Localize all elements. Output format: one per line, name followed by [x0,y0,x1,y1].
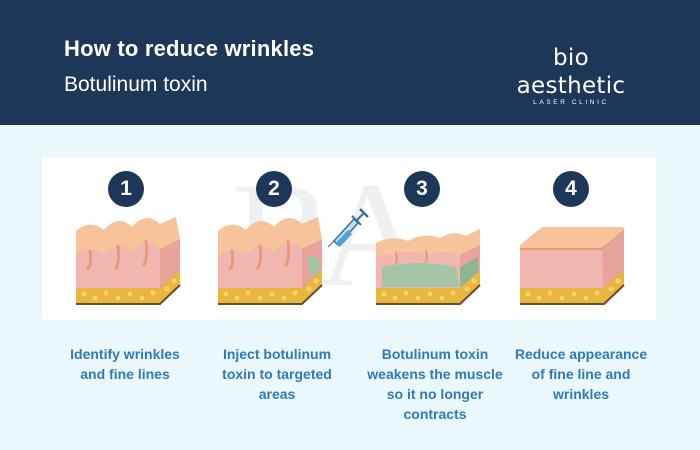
step-4-skin-illustration [520,227,625,305]
header-banner: How to reduce wrinkles Botulinum toxin b… [0,0,700,125]
syringe-icon [327,208,369,248]
step-3-skin-illustration [376,229,481,305]
brand-logo: bio aesthetic LASER CLINIC [496,44,646,106]
step-2-caption: Inject botulinum toxin to targeted areas [222,346,332,402]
brand-tagline: LASER CLINIC [533,99,609,106]
step-1-caption: Identify wrinkles and fine lines [70,346,180,382]
step-1-badge: 1 [108,171,144,207]
step-2-badge: 2 [256,171,292,207]
step-4-badge: 4 [553,171,589,207]
step-1-skin-illustration [76,217,181,305]
step-2-skin-illustration [218,208,369,305]
brand-name: bio aesthetic [516,45,626,99]
step-3-caption: Botulinum toxin weakens the muscle so it… [367,346,503,422]
step-3-badge: 3 [404,171,440,207]
page-title: How to reduce wrinkles [64,36,315,61]
page-subtitle: Botulinum toxin [64,73,208,96]
step-4-caption: Reduce appearance of fine line and wrink… [514,346,648,402]
